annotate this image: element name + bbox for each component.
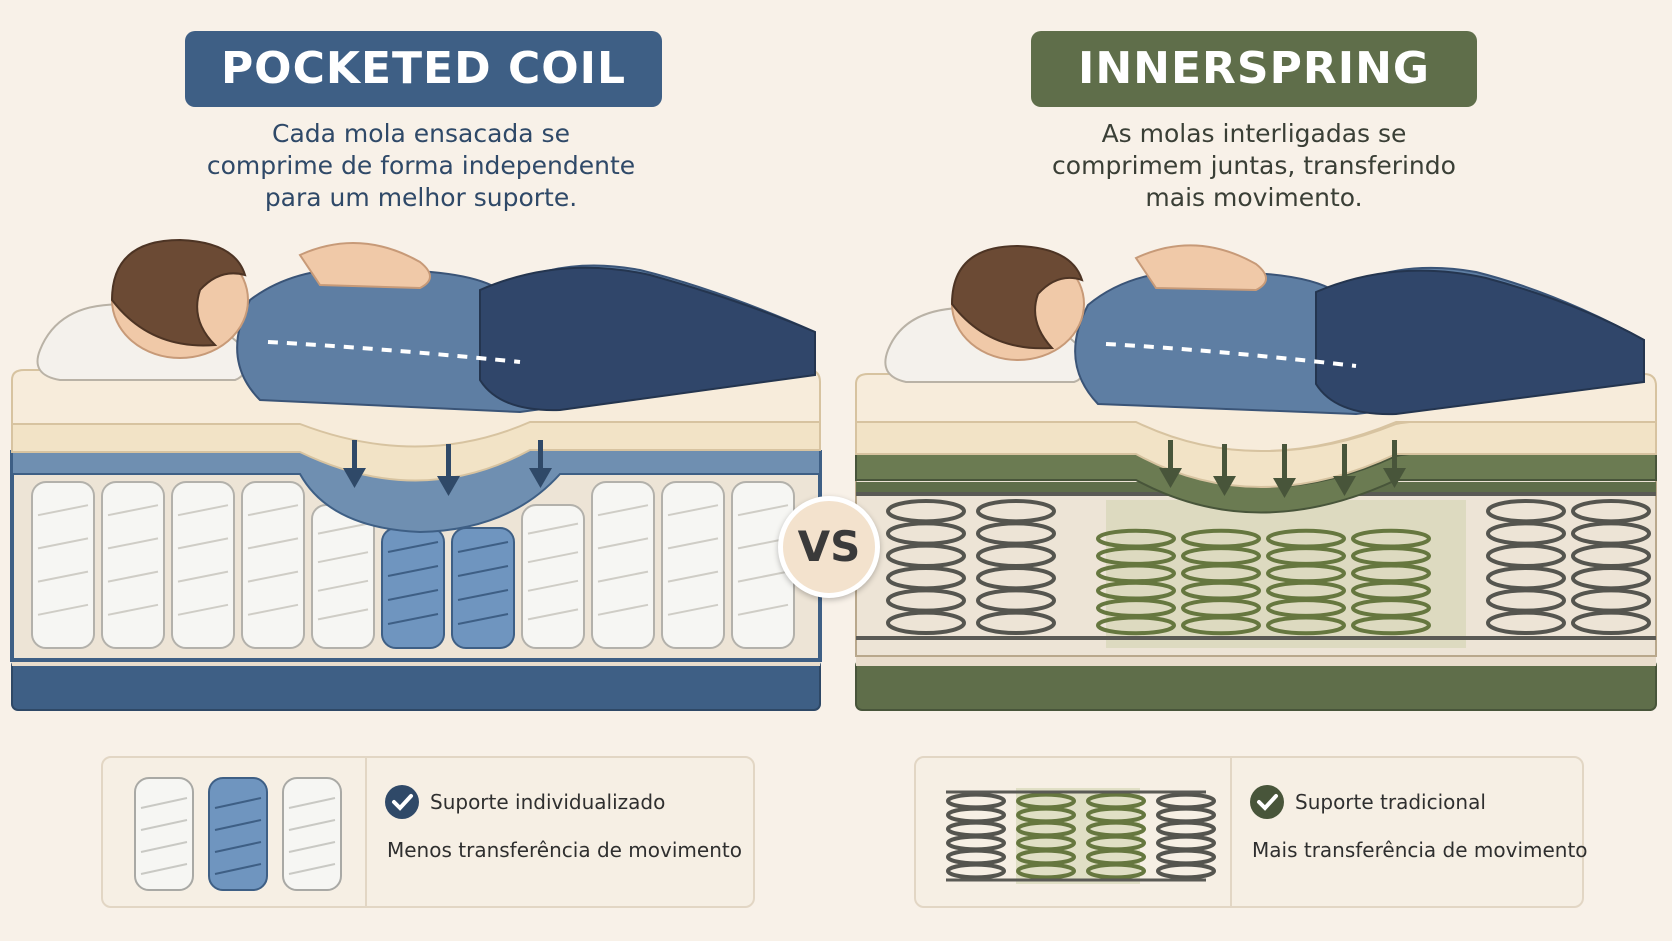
compressed-spring (1266, 528, 1346, 636)
innerspring-panel: INNERSPRING As molas interligadas se com… (836, 0, 1672, 941)
compressed-spring (1096, 528, 1176, 636)
coil-icon-white (282, 777, 342, 891)
compressed-spring (1181, 528, 1261, 636)
side-sleeper-figure (110, 238, 816, 414)
spring (886, 499, 966, 635)
coil-icon-blue (208, 777, 268, 891)
pocket-coil (591, 481, 655, 649)
innerspring-coil-row (886, 499, 1651, 636)
compressed-pocket-coil (451, 527, 515, 649)
compression-arrows (343, 440, 552, 496)
pocket-coil (311, 504, 375, 649)
spring (1156, 792, 1216, 880)
innerspring-mattress-illustration (855, 244, 1657, 711)
pocketed-coil-icon (134, 777, 342, 891)
spring (976, 499, 1056, 635)
innerspring-coil-icon (946, 788, 1216, 884)
arrow-down-icon (1383, 440, 1406, 488)
compressed-spring (1016, 792, 1076, 880)
pocket-coil (101, 481, 165, 649)
legend-primary-text: Suporte individualizado (430, 790, 666, 814)
arrow-down-icon (1273, 444, 1296, 498)
compressed-spring (1086, 792, 1146, 880)
spring (946, 792, 1006, 880)
pocket-coil (31, 481, 95, 649)
spine-alignment-line (267, 340, 521, 364)
arrow-down-icon (529, 440, 552, 488)
legend-secondary-text: Menos transferência de movimento (387, 838, 742, 862)
pocketed-coil-mattress-illustration (10, 238, 822, 711)
innerspring-title: INNERSPRING (1031, 31, 1477, 107)
mattress-base (855, 659, 1657, 711)
pocketed-coil-panel: POCKETED COIL Cada mola ensacada se comp… (10, 31, 822, 908)
pocketed-coil-title: POCKETED COIL (185, 31, 662, 107)
pocketed-coil-description: Cada mola ensacada se comprime de forma … (206, 119, 636, 212)
arrow-down-icon (1159, 440, 1182, 488)
pocketed-coil-row (31, 481, 795, 649)
motion-transfer-highlight (1106, 500, 1466, 648)
mattress-base (11, 659, 821, 711)
arrow-down-icon (1213, 444, 1236, 496)
compression-arrows (1159, 440, 1406, 498)
spring (1486, 499, 1566, 635)
checkmark-circle-icon (1250, 785, 1284, 819)
arrow-down-icon (1333, 444, 1356, 496)
innerspring-legend: Suporte tradicional Mais transferência d… (914, 756, 1588, 908)
legend-primary-text: Suporte tradicional (1295, 790, 1486, 814)
pocketed-coil-legend: Suporte individualizado Menos transferên… (101, 756, 755, 908)
legend-secondary-text: Mais transferência de movimento (1252, 838, 1588, 862)
spring (1571, 499, 1651, 635)
pocket-coil (731, 481, 795, 649)
compressed-spring (1351, 528, 1431, 636)
checkmark-circle-icon (385, 785, 419, 819)
coil-icon-white (134, 777, 194, 891)
spine-alignment-line (1105, 342, 1357, 368)
pocket-coil (171, 481, 235, 649)
innerspring-description: As molas interligadas se comprimem junta… (1052, 119, 1456, 212)
vs-badge: VS (778, 496, 880, 598)
pocket-coil (241, 481, 305, 649)
pocket-coil (521, 504, 585, 649)
side-sleeper-figure (950, 244, 1645, 416)
pocket-coil (661, 481, 725, 649)
arrow-down-icon (437, 444, 460, 496)
compressed-pocket-coil (381, 527, 445, 649)
arrow-down-icon (343, 440, 366, 488)
